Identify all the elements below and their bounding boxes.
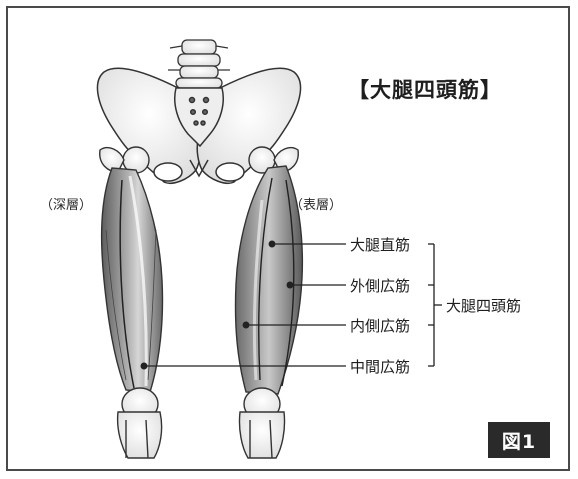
vastus-lateralis-label: 外側広筋	[350, 275, 410, 296]
figure-number-badge: 図1	[488, 422, 550, 458]
vastus-medialis-label: 内側広筋	[350, 315, 410, 336]
vastus-intermedius-label: 中間広筋	[350, 356, 410, 377]
vertebrae	[168, 40, 230, 88]
surface-layer-label: （表層）	[290, 194, 342, 213]
left-thigh-deep	[102, 168, 163, 392]
quadriceps-group-label: 大腿四頭筋	[446, 295, 521, 316]
figure-title: 【大腿四頭筋】	[348, 74, 502, 104]
deep-layer-label: （深層）	[40, 194, 92, 213]
rectus-femoris-label: 大腿直筋	[350, 234, 410, 255]
knees-and-shins	[118, 388, 285, 458]
